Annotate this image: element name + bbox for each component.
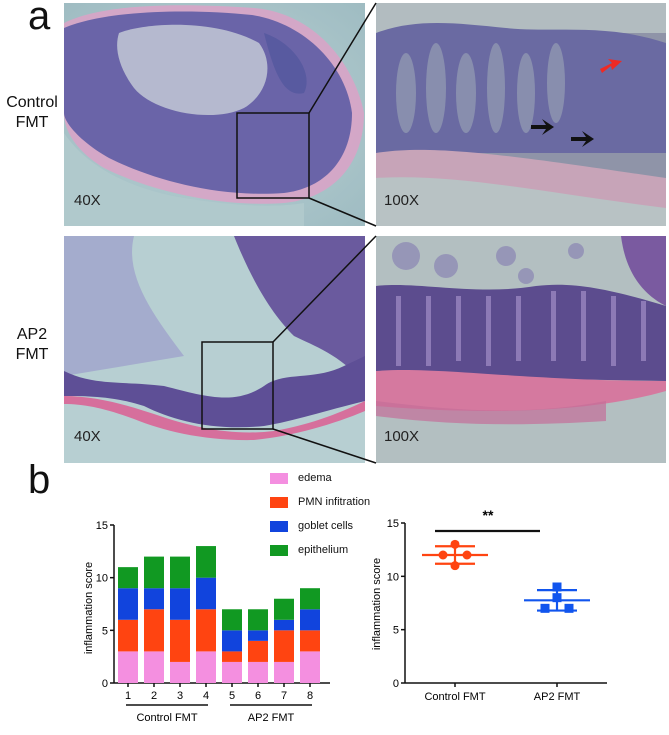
bar-segment-epithelium (222, 609, 242, 631)
bar-segment-edema (118, 651, 138, 683)
legend-swatch-edema (270, 472, 288, 484)
svg-text:0: 0 (393, 678, 399, 690)
bar-segment-pmn (196, 609, 216, 652)
bar-segment-epithelium (248, 609, 268, 631)
red-arrow-icon (600, 59, 622, 73)
zoom-box-ap2 (201, 341, 274, 430)
bar-segment-pmn (300, 630, 320, 652)
y-axis-label: inflammation score (83, 562, 95, 654)
svg-text:5: 5 (393, 625, 399, 637)
bar-segment-goblet (144, 588, 164, 610)
row-label-control: Control FMT (0, 93, 64, 133)
row-label-control-line2: FMT (15, 114, 49, 131)
bar-segment-pmn (248, 640, 268, 662)
bar-segment-edema (248, 661, 268, 683)
legend-item-epithelium: epithelium (270, 543, 348, 557)
row-label-ap2-line1: AP2 (16, 326, 48, 343)
svg-text:AP2 FMT: AP2 FMT (248, 712, 295, 724)
svg-text:AP2 FMT: AP2 FMT (534, 691, 581, 703)
legend-swatch-pmn (270, 496, 288, 508)
bar-segment-goblet (248, 630, 268, 641)
row-label-ap2: AP2 FMT (0, 325, 64, 365)
bar-segment-goblet (170, 588, 190, 620)
stacked-bar-chart: inflammation score 0 5 10 15 1 2 3 4 5 6 7 8Control… (83, 520, 330, 724)
significance-label: ** (483, 507, 494, 523)
bar-segment-edema (196, 651, 216, 683)
legend-swatch-goblet (270, 520, 288, 532)
zoom-indicators (201, 2, 377, 464)
legend-label: edema (298, 472, 332, 484)
row-label-ap2-line2: FMT (15, 346, 49, 363)
legend-label: epithelium (298, 544, 349, 556)
row-label-control-line1: Control (6, 94, 58, 111)
micrograph-control-40x: 40X (64, 3, 365, 226)
bar-segment-edema (300, 651, 320, 683)
panel-a-letter: a (28, 0, 51, 38)
black-arrow-icon (531, 119, 554, 135)
svg-text:10: 10 (96, 573, 108, 585)
svg-text:2: 2 (151, 690, 157, 702)
svg-text:5: 5 (102, 625, 108, 637)
bar-segment-goblet (196, 577, 216, 610)
bar-segment-epithelium (274, 598, 294, 620)
zoom-box-control (236, 112, 310, 199)
legend-item-goblet: goblet cells (270, 519, 353, 533)
svg-text:15: 15 (96, 520, 108, 532)
bar-segment-goblet (274, 619, 294, 631)
data-point-circle (450, 539, 460, 549)
legend-item-pmn: PMN infitration (270, 495, 370, 509)
magnification-label: 40X (74, 192, 101, 209)
bar-segment-epithelium (144, 556, 164, 589)
micrograph-ap2-100x: 100X (376, 236, 666, 463)
bar-segment-epithelium (170, 556, 190, 589)
svg-text:6: 6 (255, 690, 261, 702)
svg-text:3: 3 (177, 690, 183, 702)
bar-segment-edema (144, 651, 164, 683)
y-axis-label: inflammation score (371, 558, 383, 650)
legend-label: goblet cells (298, 520, 354, 532)
svg-text:Control FMT: Control FMT (424, 691, 485, 703)
data-point-square (540, 603, 550, 613)
bar-segment-edema (274, 661, 294, 683)
legend-item-edema: edema (270, 471, 332, 485)
data-point-square (552, 593, 562, 603)
micrograph-control-100x: 100X (376, 3, 666, 226)
svg-text:0: 0 (102, 678, 108, 690)
panel-b-letter: b (28, 458, 51, 502)
micrograph-ap2-40x: 40X (64, 236, 365, 463)
data-point-square (564, 603, 574, 613)
bar-segment-pmn (274, 630, 294, 662)
data-point-circle (450, 561, 460, 571)
bar-segment-goblet (118, 588, 138, 620)
legend-label: PMN infitration (298, 496, 371, 508)
bar-segment-goblet (300, 609, 320, 631)
bar-segment-pmn (144, 609, 164, 652)
bar-segment-edema (170, 661, 190, 683)
svg-text:10: 10 (387, 571, 399, 583)
svg-text:4: 4 (203, 690, 209, 702)
magnification-label: 40X (74, 428, 101, 445)
bar-segment-epithelium (300, 588, 320, 610)
bar-segment-pmn (118, 619, 138, 652)
svg-text:8: 8 (307, 690, 313, 702)
data-point-circle (438, 550, 448, 560)
svg-text:Control FMT: Control FMT (136, 712, 197, 724)
data-point-circle (462, 550, 472, 560)
svg-text:5: 5 (229, 690, 235, 702)
data-point-square (552, 582, 562, 592)
black-arrow-icon (571, 131, 594, 147)
svg-text:7: 7 (281, 690, 287, 702)
legend-swatch-epithelium (270, 544, 288, 556)
bar-segment-edema (222, 661, 242, 683)
bar-segment-pmn (222, 651, 242, 662)
bar-segment-epithelium (118, 567, 138, 589)
magnification-label: 100X (384, 428, 420, 445)
bar-segment-epithelium (196, 546, 216, 578)
bar-segment-pmn (170, 619, 190, 662)
svg-text:15: 15 (387, 518, 399, 530)
svg-text:1: 1 (125, 690, 131, 702)
bar-segment-goblet (222, 630, 242, 652)
magnification-label: 100X (384, 192, 420, 209)
